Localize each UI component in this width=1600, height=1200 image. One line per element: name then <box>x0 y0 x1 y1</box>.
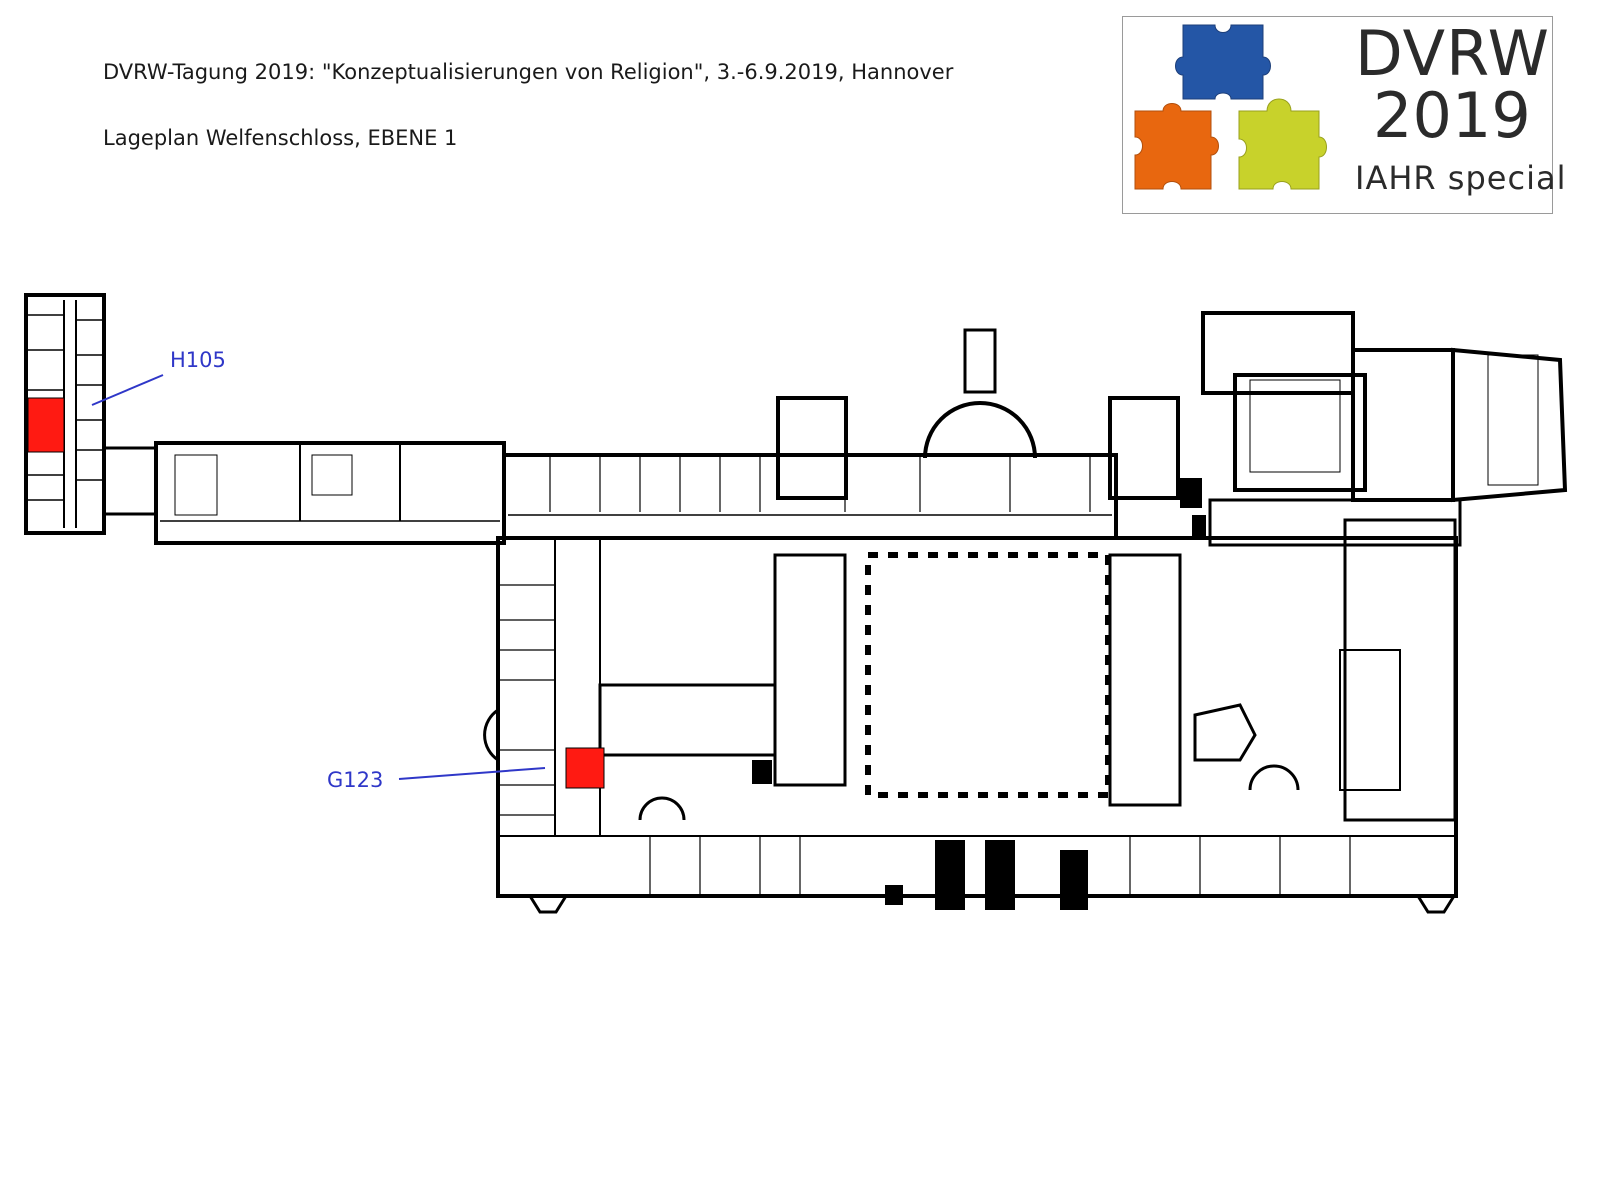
dvrw-logo: DVRW 2019 IAHR special <box>1122 16 1565 214</box>
room-h105-highlight[interactable] <box>27 397 65 453</box>
room-g123-highlight[interactable] <box>565 747 605 789</box>
logo-text-dvrw: DVRW <box>1355 17 1550 90</box>
callout-line-h105 <box>91 374 164 406</box>
central-courtyard <box>865 552 1111 798</box>
logo-text-year: 2019 <box>1373 79 1531 152</box>
page-title: DVRW-Tagung 2019: "Konzeptualisierungen … <box>103 60 954 84</box>
room-label-h105: H105 <box>170 348 226 372</box>
room-label-g123: G123 <box>327 768 384 792</box>
page-subtitle: Lageplan Welfenschloss, EBENE 1 <box>103 126 458 150</box>
callout-line-g123 <box>398 767 546 780</box>
main-block-outline <box>496 536 1458 898</box>
north-west-wing-outline <box>154 441 506 545</box>
puzzle-pieces-icon <box>1134 24 1327 190</box>
west-wing-outline <box>24 293 106 535</box>
logo-text-special: IAHR special <box>1355 159 1567 197</box>
